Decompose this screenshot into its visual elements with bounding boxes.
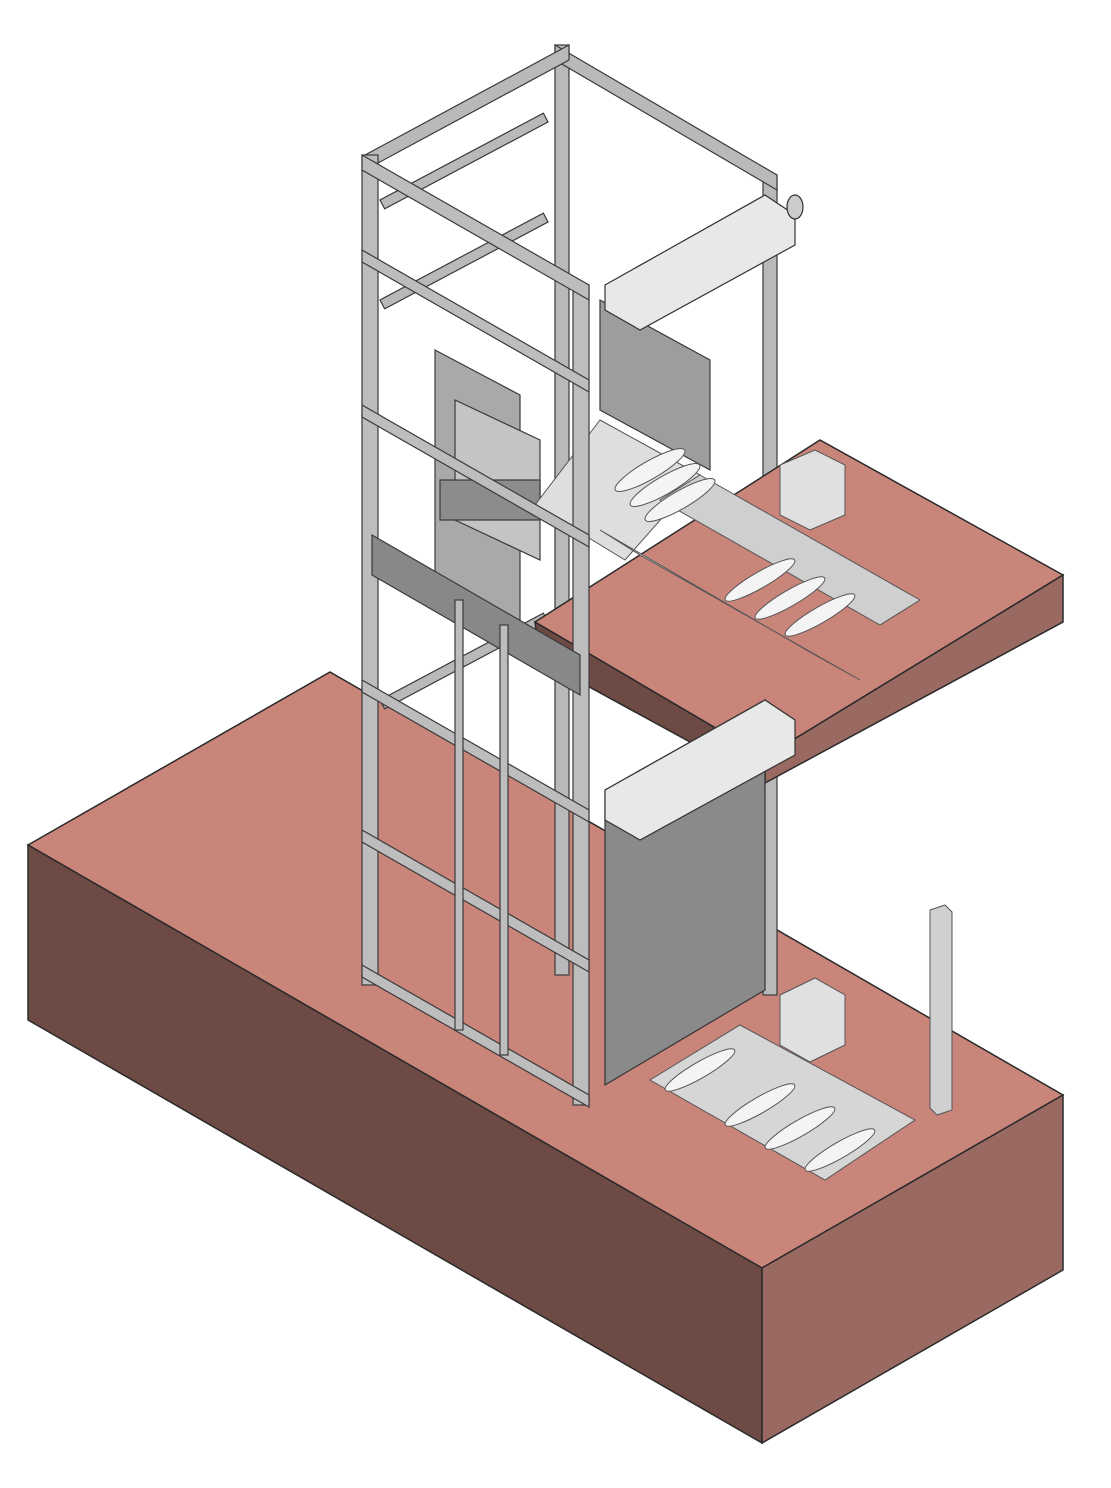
front-panel <box>371 533 581 697</box>
lift-tower-front <box>361 153 590 1109</box>
lower-floor-side <box>761 1093 1064 1445</box>
lower-shutter-housing <box>604 699 796 841</box>
lower-roller-conveyor <box>649 904 953 1181</box>
upper-control-box <box>779 449 846 531</box>
lower-control-box <box>779 977 846 1063</box>
upper-shutter-housing <box>604 194 804 331</box>
lower-shutter <box>604 698 796 1087</box>
lift-carriage <box>434 298 711 651</box>
call-station-post <box>929 904 953 1116</box>
